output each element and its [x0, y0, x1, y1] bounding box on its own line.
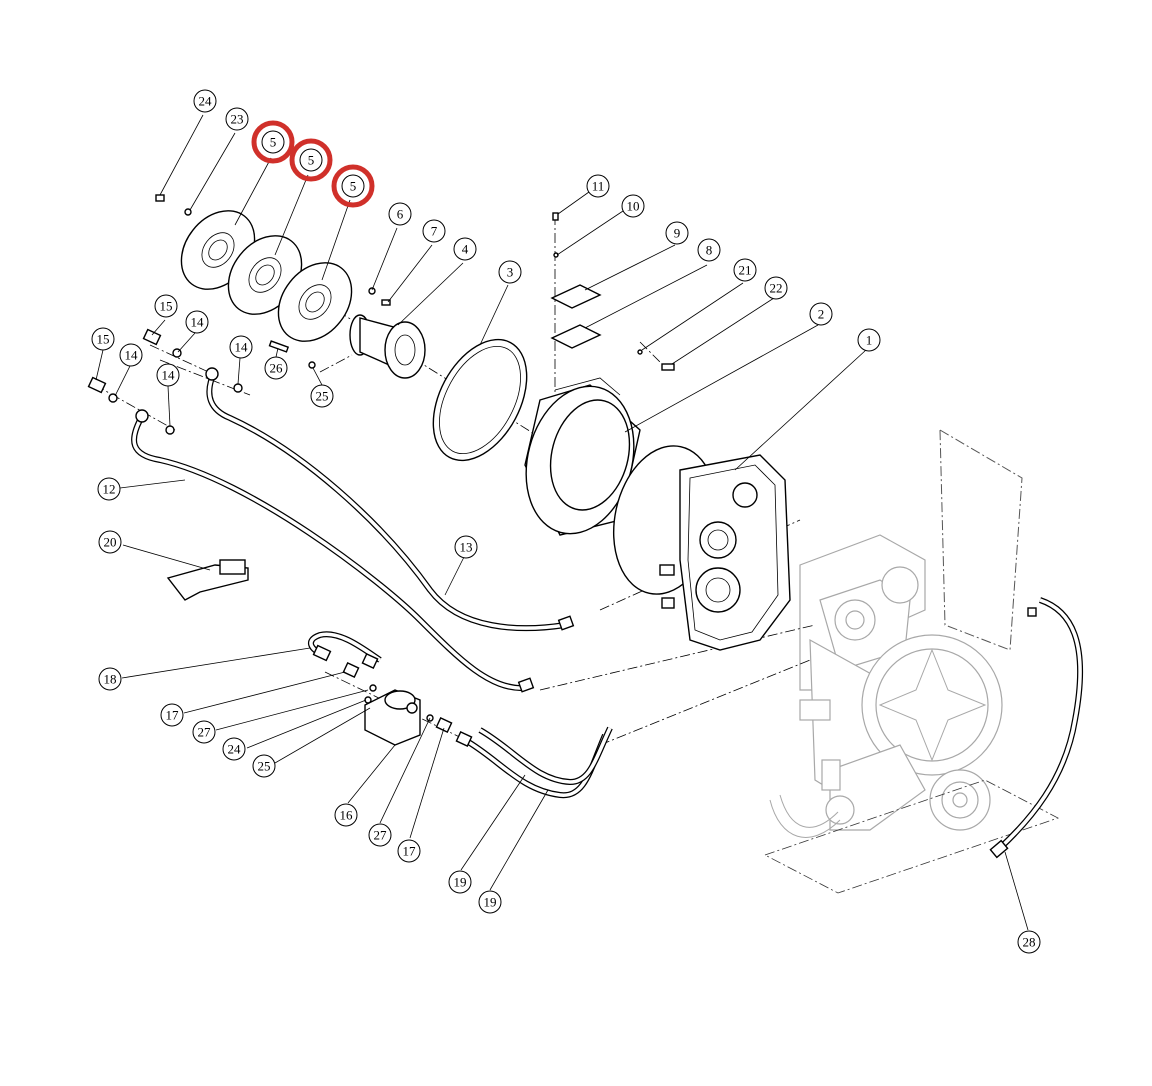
callout-label: 6: [397, 207, 404, 222]
callout-label: 12: [103, 482, 116, 497]
callout-label: 7: [431, 224, 438, 239]
callout-15[interactable]: 15: [91, 327, 115, 351]
gearbox-housing[interactable]: [600, 436, 791, 651]
callout-5[interactable]: 5: [331, 164, 375, 208]
callout-label: 27: [374, 828, 388, 843]
callout-7[interactable]: 7: [422, 219, 446, 243]
callout-label: 27: [198, 725, 212, 740]
callout-label: 24: [199, 94, 213, 109]
callout-label: 19: [454, 875, 467, 890]
gasket-ring[interactable]: [414, 324, 546, 476]
callout-label: 25: [316, 389, 329, 404]
leader-lines: [95, 114, 1029, 931]
callout-22[interactable]: 22: [764, 276, 788, 300]
flex-disc[interactable]: [263, 248, 366, 355]
callout-8[interactable]: 8: [697, 238, 721, 262]
callout-27[interactable]: 27: [368, 823, 392, 847]
callout-label: 14: [125, 348, 139, 363]
callout-19[interactable]: 19: [478, 890, 502, 914]
callout-13[interactable]: 13: [454, 535, 478, 559]
callout-1[interactable]: 1: [857, 328, 881, 352]
callout-label: 25: [258, 759, 271, 774]
callout-label: 14: [162, 368, 176, 383]
callout-label: 2: [818, 307, 825, 322]
callout-label: 1: [866, 333, 873, 348]
callout-23[interactable]: 23: [225, 107, 249, 131]
callout-12[interactable]: 12: [97, 477, 121, 501]
callout-group: 24 23 5 5 5 6 7 4 3 11 10 9 8 21 22 2 1 …: [91, 89, 1041, 954]
callout-2[interactable]: 2: [809, 302, 833, 326]
callout-24[interactable]: 24: [193, 89, 217, 113]
callout-label: 20: [104, 535, 117, 550]
bell-housing[interactable]: [510, 374, 649, 546]
callout-4[interactable]: 4: [453, 237, 477, 261]
fittings: [87, 328, 473, 747]
callout-label: 14: [191, 315, 205, 330]
callout-label: 17: [403, 844, 417, 859]
callout-label: 15: [97, 332, 110, 347]
oil-filter[interactable]: [364, 689, 421, 746]
callout-14[interactable]: 14: [119, 343, 143, 367]
callout-label: 8: [706, 243, 713, 258]
callout-6[interactable]: 6: [388, 202, 412, 226]
callout-25[interactable]: 25: [310, 384, 334, 408]
callout-26[interactable]: 26: [264, 356, 288, 380]
hoses[interactable]: [131, 367, 575, 693]
callout-label: 14: [235, 340, 249, 355]
callout-label: 4: [462, 242, 469, 257]
callout-label: 3: [507, 265, 514, 280]
callout-label: 21: [739, 263, 752, 278]
callout-label: 28: [1023, 935, 1036, 950]
callout-20[interactable]: 20: [98, 530, 122, 554]
callout-label: 10: [627, 199, 640, 214]
callout-label: 9: [674, 226, 681, 241]
callout-27[interactable]: 27: [192, 720, 216, 744]
callout-label: 5: [270, 135, 277, 150]
callout-9[interactable]: 9: [665, 221, 689, 245]
callout-label: 19: [484, 895, 497, 910]
callout-19[interactable]: 19: [448, 870, 472, 894]
mounting-bracket[interactable]: [166, 559, 249, 601]
callout-21[interactable]: 21: [733, 258, 757, 282]
callout-label: 15: [160, 299, 173, 314]
callout-24[interactable]: 24: [222, 737, 246, 761]
cover-plates[interactable]: [550, 284, 602, 349]
callout-3[interactable]: 3: [498, 260, 522, 284]
callout-label: 16: [340, 808, 354, 823]
callout-15[interactable]: 15: [154, 294, 178, 318]
fasteners: [155, 194, 675, 371]
reference-assembly-ghost: [763, 429, 1060, 894]
callout-10[interactable]: 10: [621, 194, 645, 218]
callout-17[interactable]: 17: [397, 839, 421, 863]
callout-label: 18: [104, 672, 117, 687]
callout-label: 22: [770, 281, 783, 296]
lower-hoses[interactable]: [308, 597, 1084, 859]
callout-label: 11: [592, 179, 605, 194]
callout-label: 26: [270, 361, 284, 376]
callout-5[interactable]: 5: [251, 120, 295, 164]
callout-17[interactable]: 17: [160, 703, 184, 727]
callout-label: 13: [460, 540, 473, 555]
callout-25[interactable]: 25: [252, 754, 276, 778]
callout-14[interactable]: 14: [156, 363, 180, 387]
callout-14[interactable]: 14: [185, 310, 209, 334]
callout-label: 23: [231, 112, 244, 127]
callout-5[interactable]: 5: [289, 138, 333, 182]
callout-14[interactable]: 14: [229, 335, 253, 359]
callout-18[interactable]: 18: [98, 667, 122, 691]
callout-label: 5: [308, 153, 315, 168]
callout-label: 17: [166, 708, 180, 723]
callout-label: 24: [228, 742, 242, 757]
callout-label: 5: [350, 179, 357, 194]
coupling-hub[interactable]: [349, 314, 426, 379]
callout-16[interactable]: 16: [334, 803, 358, 827]
callout-11[interactable]: 11: [586, 174, 610, 198]
callout-28[interactable]: 28: [1017, 930, 1041, 954]
flex-disc-group: [180, 210, 366, 355]
